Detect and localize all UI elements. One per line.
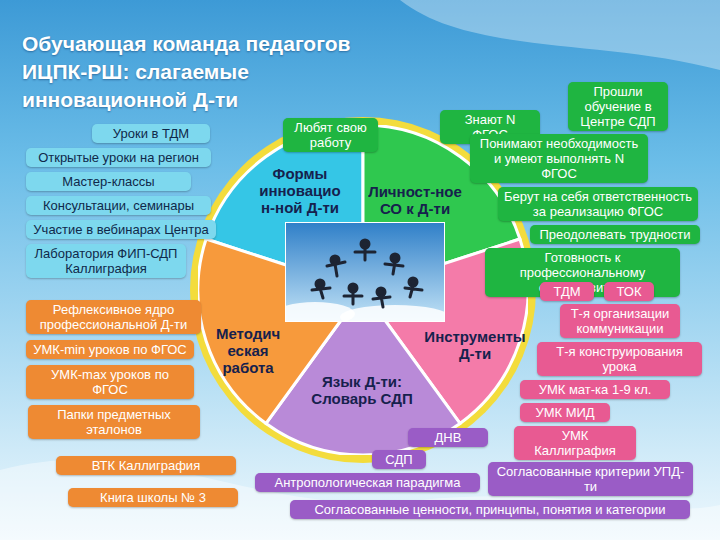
tool-box: УМК МИД xyxy=(520,403,610,422)
form-box: Мастер-классы xyxy=(26,172,191,191)
method-box: УМК-max уроков по ФГОС xyxy=(26,365,194,399)
box-text: Лаборатория ФИП-СДП Каллиграфия xyxy=(32,246,180,276)
slide-title: Обучающая команда педагогов ИЦПК-РШ: сла… xyxy=(22,30,392,114)
petal-label: Инструменты Д-ти xyxy=(421,328,529,362)
tool-box: УМК Каллиграфия xyxy=(514,426,636,460)
box-text: УМК-min уроков по ФГОС xyxy=(32,342,188,357)
box-text: Книга школы № 3 xyxy=(74,490,232,505)
petal-sector xyxy=(198,239,363,423)
box-text: ТДМ xyxy=(546,284,588,299)
petal-label: Формы инновацио н-ной Д-ти xyxy=(254,165,346,216)
box-text: Уроки в ТДМ xyxy=(98,126,204,141)
box-text: Т-я организации коммуникации xyxy=(566,306,674,336)
form-box: Уроки в ТДМ xyxy=(92,124,210,143)
tool-box: УМК мат-ка 1-9 кл. xyxy=(520,380,670,399)
box-text: УМК МИД xyxy=(526,405,604,420)
box-text: Согласованные критерии УПД-ти xyxy=(494,464,687,494)
skydivers xyxy=(312,240,422,307)
personal-box: Понимают необходимость и умеют выполнять… xyxy=(470,134,648,183)
skydiver xyxy=(373,296,390,307)
tool-box: Т-я организации коммуникации xyxy=(560,304,680,338)
box-text: УМК мат-ка 1-9 кл. xyxy=(526,382,664,397)
box-text: Рефлексивное ядро профессиональной Д-ти xyxy=(32,302,195,332)
personal-box: Преодолевать трудности xyxy=(530,225,700,244)
skydiver xyxy=(327,262,345,276)
language-box: Согласованные ценности, принципы, поняти… xyxy=(290,500,690,519)
box-text: ДНВ xyxy=(414,430,482,445)
petal-label: Язык Д-ти: Словарь СДП xyxy=(307,373,417,407)
box-text: ТОК xyxy=(610,284,648,299)
personal-box: Берут на себя ответственность за реализа… xyxy=(498,187,698,221)
personal-box: Прошли обучение в Центре СДП xyxy=(568,82,668,131)
box-text: Папки предметных эталонов xyxy=(34,407,194,437)
skydiver xyxy=(312,288,330,298)
box-text: Антропологическая парадигма xyxy=(261,475,474,490)
language-box: Антропологическая парадигма xyxy=(255,473,480,492)
box-text: УМК-max уроков по ФГОС xyxy=(32,367,188,397)
box-text: СДП xyxy=(378,452,420,467)
box-text: Открытые уроки на регион xyxy=(32,150,205,165)
tool-box: ТДМ xyxy=(540,282,594,301)
form-box: Лаборатория ФИП-СДП Каллиграфия xyxy=(26,244,186,278)
method-box: Рефлексивное ядро профессиональной Д-ти xyxy=(26,300,201,334)
box-text: Участие в вебинарах Центра xyxy=(32,222,210,237)
box-text: Мастер-классы xyxy=(32,174,185,189)
personal-box: Любят свою работу xyxy=(283,118,378,152)
tool-box: Т-я конструирования урока xyxy=(537,342,702,376)
form-box: Участие в вебинарах Центра xyxy=(26,220,216,239)
form-box: Консультации, семинары xyxy=(26,196,211,215)
white-wave xyxy=(400,0,720,70)
box-text: Понимают необходимость и умеют выполнять… xyxy=(476,136,642,181)
box-text: Берут на себя ответственность за реализа… xyxy=(504,189,692,219)
box-text: УМК Каллиграфия xyxy=(520,428,630,458)
method-box: ВТК Каллиграфия xyxy=(56,456,236,475)
skydiver xyxy=(405,286,422,297)
language-box: ДНВ xyxy=(408,428,488,447)
method-box: Папки предметных эталонов xyxy=(28,405,200,439)
method-box: УМК-min уроков по ФГОС xyxy=(26,340,194,359)
cloud xyxy=(340,305,445,322)
petal-label: Методич еская работа xyxy=(206,325,290,376)
skydivers-photo xyxy=(285,222,445,322)
box-text: Преодолевать трудности xyxy=(536,227,694,242)
skydiver xyxy=(385,262,403,274)
box-text: Т-я конструирования урока xyxy=(543,344,696,374)
box-text: Прошли обучение в Центре СДП xyxy=(574,84,662,129)
method-box: Книга школы № 3 xyxy=(68,488,238,507)
box-text: Консультации, семинары xyxy=(32,198,205,213)
box-text: Любят свою работу xyxy=(289,120,372,150)
tool-box: ТОК xyxy=(604,282,654,301)
box-text: Согласованные ценности, принципы, поняти… xyxy=(296,502,684,517)
form-box: Открытые уроки на регион xyxy=(26,148,211,167)
box-text: ВТК Каллиграфия xyxy=(62,458,230,473)
petal-label: Личност-ное СО к Д-ти xyxy=(363,183,467,217)
language-box: Согласованные критерии УПД-ти xyxy=(488,462,693,496)
skydiver xyxy=(344,292,362,304)
language-box: СДП xyxy=(372,450,426,469)
skydiver xyxy=(355,248,375,260)
